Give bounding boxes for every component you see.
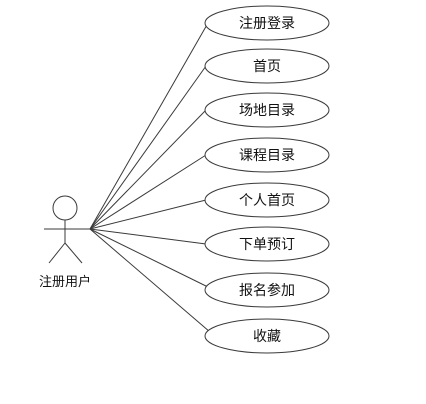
use-case-label: 场地目录: [239, 103, 295, 119]
use-case-sign-up: 报名参加: [204, 272, 330, 308]
use-case-ellipse: [204, 226, 330, 262]
use-case-register-login: 注册登录: [204, 5, 330, 41]
actor-right-leg: [64, 242, 83, 264]
use-case-place-order: 下单预订: [204, 226, 330, 262]
association-lines: [89, 22, 211, 333]
use-case-venue-catalog: 场地目录: [204, 92, 330, 128]
use-case-ellipse: [204, 272, 330, 308]
use-case-favorites: 收藏: [204, 318, 330, 354]
actor-label: 注册用户: [39, 274, 91, 290]
association-line: [89, 65, 207, 230]
use-case-ellipse: [204, 318, 330, 354]
use-case-label: 收藏: [253, 329, 281, 345]
use-case-ellipse: [204, 48, 330, 84]
use-case-ellipse: [204, 92, 330, 128]
use-case-ellipse: [204, 182, 330, 218]
association-line: [89, 228, 207, 245]
association-line: [89, 22, 209, 230]
use-case-label: 下单预订: [239, 237, 295, 253]
association-line: [89, 199, 207, 230]
use-case-ellipse: [204, 137, 330, 173]
association-line: [89, 109, 207, 230]
use-case-label: 报名参加: [239, 282, 295, 299]
use-case-label: 首页: [253, 59, 281, 75]
actor-head: [52, 195, 78, 221]
actor-left-leg: [48, 242, 66, 264]
association-line: [89, 228, 209, 288]
use-case-label: 注册登录: [239, 16, 295, 32]
association-line: [89, 154, 207, 230]
use-case-label: 个人首页: [239, 193, 295, 209]
use-case-personal-home: 个人首页: [204, 182, 330, 218]
actor: 注册用户: [39, 195, 91, 290]
association-line: [89, 228, 211, 333]
use-case-ellipse: [204, 5, 330, 41]
use-case-label: 课程目录: [239, 148, 295, 164]
use-case-course-catalog: 课程目录: [204, 137, 330, 173]
use-case-home: 首页: [204, 48, 330, 84]
